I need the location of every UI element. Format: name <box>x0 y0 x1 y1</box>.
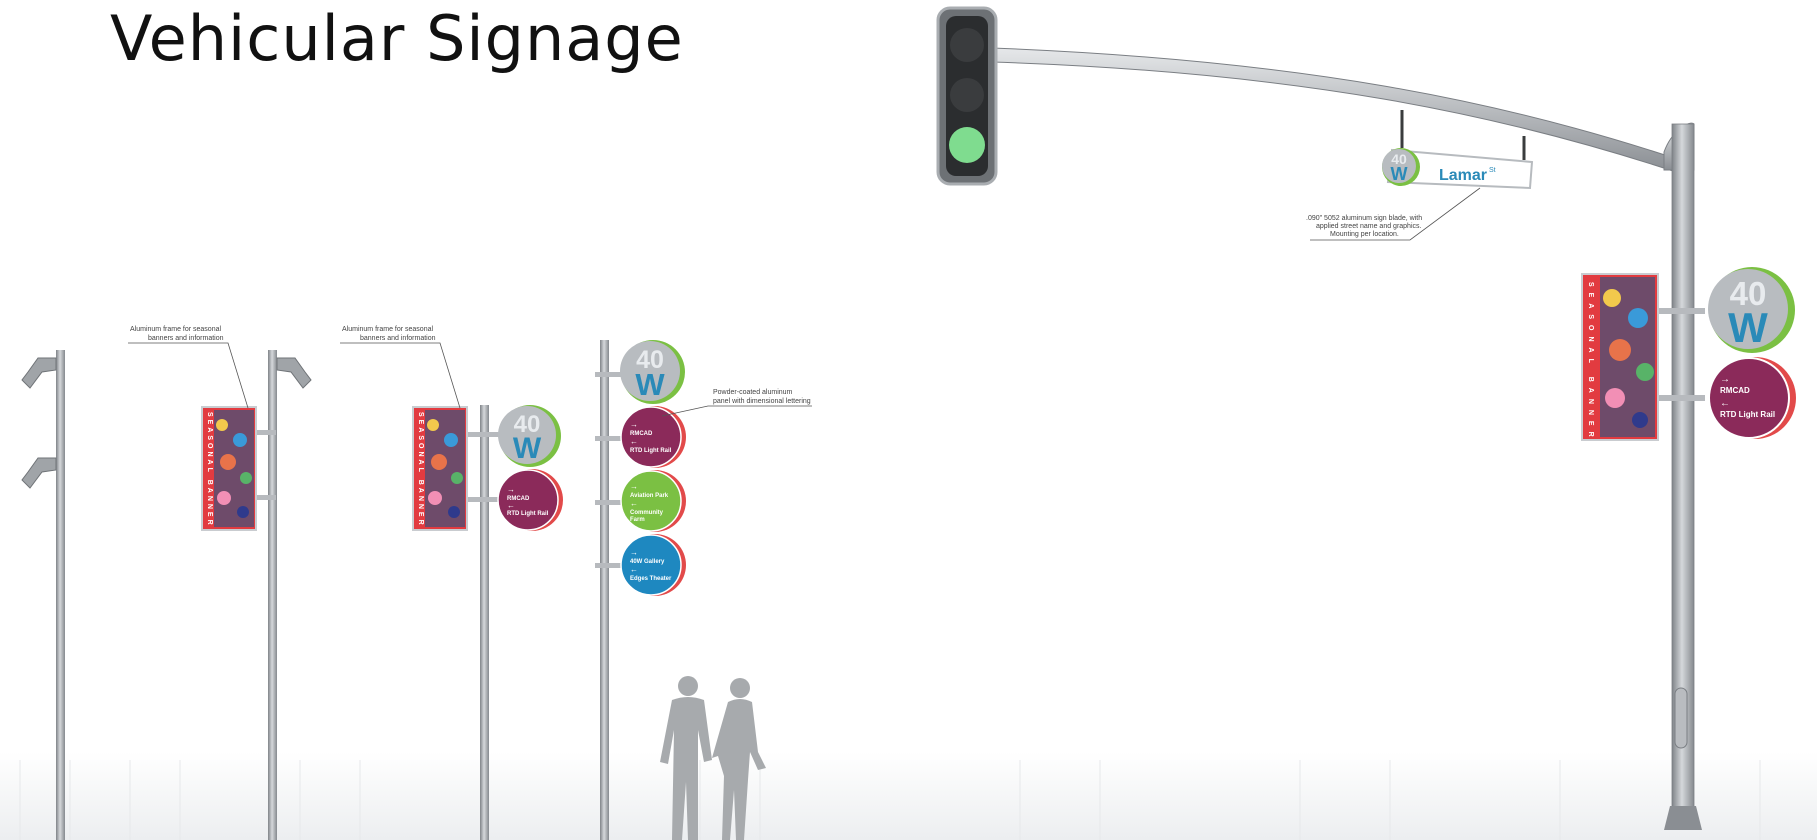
pole-light-double <box>21 350 65 840</box>
wayfinding-sign-rmcad-rtd: → RMCAD ← RTD Light Rail <box>620 406 686 468</box>
svg-text:40: 40 <box>1730 275 1767 312</box>
pole-banner-light: SEASONAL BANNER <box>201 350 312 840</box>
red-light-icon <box>950 28 984 62</box>
seasonal-banner: SEASONAL BANNER <box>1581 273 1659 443</box>
svg-text:banners and information: banners and information <box>148 335 224 342</box>
svg-text:←: ← <box>507 501 515 510</box>
svg-text:banners and information: banners and information <box>360 335 436 342</box>
svg-text:W: W <box>1391 164 1408 184</box>
banner-label: SEASONAL BANNER <box>1587 282 1594 443</box>
logo-40w-icon: 40 W <box>620 340 685 404</box>
callout-banner-frame-1: Aluminum frame for seasonal banners and … <box>128 326 249 409</box>
light-fixture-icon <box>276 357 312 389</box>
svg-text:Community: Community <box>630 510 664 516</box>
svg-text:Edges Theater: Edges Theater <box>630 576 672 582</box>
traffic-signal-mast: 40 W Lamar St .090" 5052 aluminum sign b… <box>936 6 1796 830</box>
light-fixture-icon <box>21 457 57 489</box>
svg-text:40: 40 <box>514 411 541 438</box>
svg-text:←: ← <box>630 437 638 446</box>
logo-40w-icon: 40 W <box>1382 148 1420 186</box>
svg-text:→: → <box>1720 374 1730 385</box>
page-title: Vehicular Signage <box>110 2 684 75</box>
svg-text:RMCAD: RMCAD <box>1720 386 1750 395</box>
pole-wayfinding-stack: 40 W → RMCAD ← RTD Light Rail → Aviation… <box>595 340 686 840</box>
yellow-light-icon <box>950 78 984 112</box>
wayfinding-sign-green: → Aviation Park ← Community Farm <box>620 470 686 532</box>
street-suffix: St <box>1489 167 1496 174</box>
logo-40w-icon: 40 W <box>1708 267 1795 353</box>
svg-text:→: → <box>630 420 638 429</box>
svg-text:Aluminum frame for seasonal: Aluminum frame for seasonal <box>342 326 433 333</box>
svg-text:RTD Light Rail: RTD Light Rail <box>1720 410 1775 419</box>
svg-text:40: 40 <box>1391 151 1407 167</box>
seasonal-banner: SEASONAL BANNER <box>412 406 468 531</box>
callout-powder-coated: Powder-coated aluminum panel with dimens… <box>661 389 812 417</box>
svg-text:←: ← <box>1720 398 1730 409</box>
wayfinding-sign-blue: → 40W Gallery ← Edges Theater <box>620 534 686 596</box>
pole-banner-sign: SEASONAL BANNER 40 W → RMCAD ← RTD Light… <box>412 405 563 840</box>
svg-text:RMCAD: RMCAD <box>507 496 530 502</box>
svg-text:40: 40 <box>636 346 664 374</box>
svg-text:→: → <box>630 482 638 491</box>
green-light-icon <box>949 127 985 163</box>
svg-text:.090" 5052 aluminum sign blade: .090" 5052 aluminum sign blade, with <box>1306 215 1422 222</box>
svg-text:→: → <box>630 548 638 557</box>
svg-text:40W Gallery: 40W Gallery <box>630 559 665 565</box>
svg-text:RTD Light Rail: RTD Light Rail <box>630 448 672 454</box>
banner-label: SEASONAL BANNER <box>417 412 424 528</box>
svg-text:→: → <box>507 485 515 494</box>
callout-banner-frame-2: Aluminum frame for seasonal banners and … <box>340 326 461 409</box>
svg-text:Mounting per location.: Mounting per location. <box>1330 231 1399 238</box>
svg-text:Powder-coated aluminum: Powder-coated aluminum <box>713 389 793 396</box>
svg-text:Aluminum frame for seasonal: Aluminum frame for seasonal <box>130 326 221 333</box>
svg-text:W: W <box>635 367 665 402</box>
street-name-sign: 40 W Lamar St <box>1382 148 1534 190</box>
svg-text:W: W <box>1728 304 1768 351</box>
seasonal-banner: SEASONAL BANNER <box>201 406 257 531</box>
callout-street-blade: .090" 5052 aluminum sign blade, with app… <box>1306 187 1481 241</box>
light-fixture-icon <box>21 357 57 389</box>
svg-text:panel with dimensional letteri: panel with dimensional lettering <box>713 398 811 405</box>
svg-text:applied street name and graphi: applied street name and graphics. <box>1316 223 1422 230</box>
svg-text:RTD Light Rail: RTD Light Rail <box>507 511 549 517</box>
banner-label: SEASONAL BANNER <box>206 412 213 528</box>
wayfinding-sign-rmcad-rtd: → RMCAD ← RTD Light Rail <box>497 469 563 531</box>
ground-haze <box>0 752 1817 840</box>
svg-text:Farm: Farm <box>630 517 645 523</box>
ground-ticks <box>19 760 1761 840</box>
svg-text:RMCAD: RMCAD <box>630 431 653 437</box>
svg-text:Aviation Park: Aviation Park <box>630 493 669 499</box>
pedestrian-couple-icon <box>660 676 766 840</box>
logo-40w-icon: 40 W <box>498 405 561 467</box>
svg-text:W: W <box>513 432 542 465</box>
wayfinding-sign-rmcad-rtd: → RMCAD ← RTD Light Rail <box>1708 357 1796 439</box>
svg-text:←: ← <box>630 499 638 508</box>
traffic-light <box>936 6 998 186</box>
svg-text:←: ← <box>630 565 638 574</box>
street-name: Lamar <box>1439 167 1487 184</box>
